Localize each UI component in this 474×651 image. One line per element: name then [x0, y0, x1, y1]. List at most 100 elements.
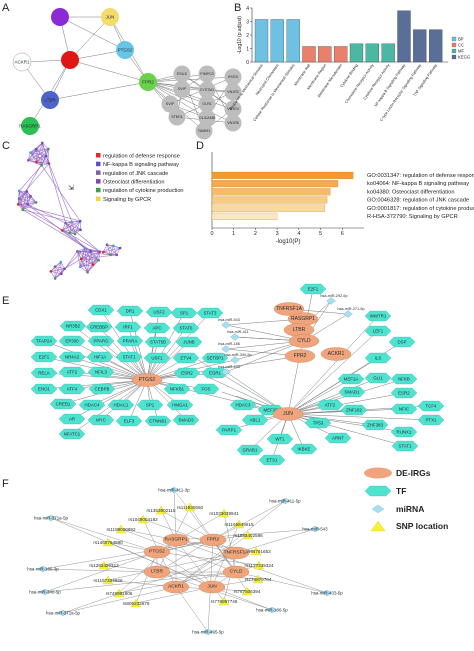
deg-node-label: PTGS2	[139, 377, 156, 383]
grey-node	[173, 65, 191, 83]
grey-node-label: HSGD	[228, 75, 239, 79]
edge	[173, 489, 237, 573]
grey-node-label: ESILE	[177, 72, 188, 76]
tf-node-label: MEF2A	[344, 377, 359, 382]
edge	[44, 571, 237, 593]
edge	[42, 142, 49, 150]
tf-node	[85, 321, 113, 333]
mirna-node	[39, 588, 51, 596]
mirna-node-label: hsa-miR-371a-5p	[46, 611, 80, 616]
term-node	[47, 147, 50, 151]
edge	[160, 509, 237, 554]
edge	[18, 204, 101, 252]
grey-node	[195, 122, 213, 140]
mirna-node	[37, 565, 49, 573]
edge	[81, 258, 94, 265]
hub-node	[116, 41, 134, 59]
term-node	[53, 265, 57, 268]
deg-node	[131, 373, 163, 387]
tf-node	[107, 399, 135, 411]
panel-label-d: D	[196, 140, 204, 152]
y-tick-label: 4	[246, 6, 249, 12]
edge	[26, 191, 29, 205]
hub-node-label: ACKR1	[14, 60, 30, 65]
edge	[146, 355, 301, 381]
mirna-node	[326, 297, 336, 305]
tf-node-label: IRF1	[123, 325, 133, 330]
tf-node-label: NFKB1	[170, 387, 185, 392]
edge	[146, 341, 190, 381]
term-node	[60, 272, 63, 276]
bar	[211, 212, 278, 220]
edge	[71, 379, 148, 420]
term-node	[41, 141, 44, 145]
tf-node	[58, 366, 86, 378]
term-node	[73, 232, 77, 236]
edge	[30, 196, 37, 203]
edge	[223, 512, 237, 573]
edge	[77, 251, 111, 256]
tf-node-label: ESR2	[398, 391, 410, 396]
tf-node-label: CTNNB1	[149, 419, 167, 424]
y-axis-label: -Log10 (p.adjust)	[237, 16, 243, 54]
tf-node-label: SP1	[180, 311, 189, 316]
grey-node-label: VN1R4	[227, 107, 239, 111]
tf-node	[58, 383, 86, 395]
edge	[287, 413, 406, 447]
edge	[72, 325, 148, 381]
tf-node-label: NFKB	[398, 377, 410, 382]
edge	[146, 327, 187, 381]
grey-node	[224, 68, 242, 86]
deg-node-label: RASGRP1	[291, 316, 315, 322]
edge	[71, 221, 76, 235]
tf-node-label: HMGA1	[172, 403, 188, 408]
tf-node	[201, 352, 229, 364]
snp-node	[218, 596, 230, 606]
tf-node-label: SP1	[146, 403, 155, 408]
grey-node-label: TAMM1	[198, 129, 210, 133]
x-tick-label: 6	[341, 231, 344, 237]
tf-node	[364, 325, 392, 337]
deg-node-label: FPR2	[207, 537, 220, 543]
x-tick-label: 4	[297, 231, 300, 237]
grey-node-label: OLR1	[202, 102, 211, 106]
edge	[61, 251, 78, 275]
deg-node-label: ACKR1	[328, 351, 345, 357]
tf-node-label: USF2	[153, 310, 165, 315]
tf-node	[144, 336, 172, 348]
term-node	[64, 221, 67, 225]
tf-node	[390, 373, 418, 385]
bar-label: ko04380: Osteoclast differentiation	[367, 189, 454, 195]
edge	[212, 539, 248, 592]
tf-node-label: TFAP2A	[36, 339, 52, 344]
tf-node-label: STAT6	[179, 326, 193, 331]
tf-node-label: NFATC1	[64, 432, 81, 437]
snp-node-label: rs805233679	[123, 601, 150, 606]
mirna-node	[168, 486, 180, 494]
bar	[211, 188, 331, 196]
snp-node-label: rs1292420312	[89, 563, 119, 568]
tf-node	[115, 351, 143, 363]
tf-node	[229, 399, 257, 411]
mirna-node-label: hsa-miR-186-5p	[256, 608, 288, 613]
tf-node	[215, 424, 243, 436]
grey-node	[224, 100, 242, 118]
tf-node	[364, 310, 392, 322]
term-node	[34, 147, 38, 151]
tf-node-label: SETBP1	[207, 356, 224, 361]
edge	[175, 500, 286, 588]
edge	[42, 568, 158, 573]
term-node	[35, 160, 38, 164]
term-node	[16, 203, 20, 206]
tf-node	[143, 352, 171, 364]
edge	[287, 413, 432, 421]
legend-label: MF	[458, 49, 464, 54]
mirna-node	[279, 497, 291, 505]
hub-node	[51, 8, 69, 26]
tf-node-label: PARP1	[222, 428, 237, 433]
bar	[365, 43, 379, 63]
tf-node-label: DR1	[126, 309, 135, 314]
tf-node-label: AR	[69, 417, 75, 422]
x-tick-label: 3	[276, 231, 279, 237]
grey-node-label: VN1R2	[227, 90, 239, 94]
